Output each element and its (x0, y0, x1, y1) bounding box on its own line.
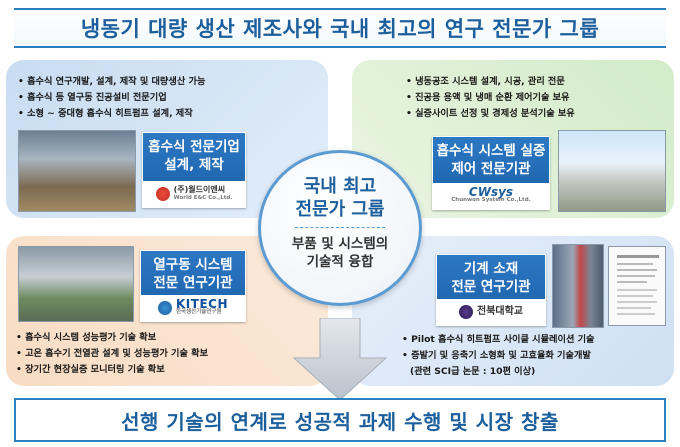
paper-thumbnail (608, 246, 666, 326)
org-label-line2: 전문 연구기관 (451, 279, 531, 295)
building-photo (558, 130, 666, 212)
org-box-cwsys: 흡수식 시스템 실증 제어 전문기관 CWsys Chunwon System … (432, 136, 550, 210)
bullet-item: 진공용 용액 및 냉매 순환 제어기술 보유 (406, 90, 575, 106)
org-label-line1: 흡수식 전문기업 (148, 139, 240, 155)
bullet-item: 냉동공조 시스템 설계, 시공, 관리 전문 (406, 74, 575, 90)
org-box-world-enc: 흡수식 전문기업 설계, 제작 (주)월드이엔씨 World E&C Co.,L… (142, 132, 246, 208)
center-divider (295, 227, 385, 228)
bullet-item: Pilot 흡수식 히트펌프 사이클 시뮬레이션 기술 (402, 332, 594, 348)
logo-subtitle: World E&C Co.,Ltd. (173, 195, 233, 201)
factory-photo (18, 130, 136, 212)
org-label-line2: 제어 전문기관 (451, 161, 531, 177)
conclusion-text: 선행 기술의 연계로 성공적 과제 수행 및 시장 창출 (121, 409, 559, 434)
org-box-jbnu: 기계 소재 전문 연구기관 전북대학교 (436, 254, 546, 326)
quadrant-top-left: 흡수식 연구개발, 설계, 제작 및 대량생산 가능 흡수식 등 열구동 진공설… (6, 60, 328, 218)
center-sub-line2: 기술적 융합 (306, 254, 374, 270)
org-label-line1: 열구동 시스템 (153, 257, 233, 273)
org-label-line2: 설계, 제작 (164, 157, 224, 173)
bullet-item: 장기간 현장실증 모니터링 기술 확보 (16, 362, 208, 378)
cwsys-logo: CWsys Chunwon System Co.,Ltd. (433, 183, 549, 209)
org-label-line1: 기계 소재 (463, 261, 519, 277)
logo-subtitle: 한국생산기술연구원 (176, 309, 222, 315)
bullet-item: 증발기 및 응축기 소형화 및 고효율화 기술개발 (402, 348, 595, 364)
bullet-list: 냉동공조 시스템 설계, 시공, 관리 전문 진공용 용액 및 냉매 순환 제어… (406, 74, 575, 122)
logo-subtitle: Chunwon System Co.,Ltd. (451, 197, 531, 203)
bullet-item: 흡수식 연구개발, 설계, 제작 및 대량생산 가능 (18, 74, 205, 90)
center-title-line1: 국내 최고 (303, 176, 377, 197)
test-rig-photo (552, 244, 604, 328)
quadrant-bottom-right: 기계 소재 전문 연구기관 전북대학교 Pilot 흡수식 히트펌프 사이클 시… (352, 236, 674, 386)
lab-photo (18, 246, 134, 322)
world-enc-logo-icon (155, 187, 170, 201)
bullet-item: 소형 ~ 중대형 흡수식 히트펌프 설계, 제작 (18, 106, 205, 122)
bullet-list: 흡수식 연구개발, 설계, 제작 및 대량생산 가능 흡수식 등 열구동 진공설… (18, 74, 205, 122)
conclusion-banner: 선행 기술의 연계로 성공적 과제 수행 및 시장 창출 (14, 398, 666, 442)
bullet-item: 흡수식 시스템 성능평가 기술 확보 (16, 330, 208, 346)
logo-name: CWsys (468, 185, 514, 199)
center-title-line2: 전문가 그룹 (295, 199, 385, 220)
quadrant-top-right: 냉동공조 시스템 설계, 시공, 관리 전문 진공용 용액 및 냉매 순환 제어… (352, 60, 674, 218)
kitech-logo-icon (158, 301, 172, 315)
jbnu-logo: 전북대학교 (437, 299, 545, 325)
org-box-kitech: 열구동 시스템 전문 연구기관 KITECH 한국생산기술연구원 (140, 250, 246, 322)
title-banner: 냉동기 대량 생산 제조사와 국내 최고의 연구 전문가 그룹 (14, 8, 666, 48)
jbnu-logo-icon (459, 305, 473, 319)
org-label-line2: 전문 연구기관 (153, 275, 233, 291)
org-label-line1: 흡수식 시스템 실증 (436, 143, 546, 159)
paper-lines-icon (617, 255, 659, 315)
bullet-list: 흡수식 시스템 성능평가 기술 확보 고온 흡수기 전열관 설계 및 성능평가 … (16, 330, 208, 378)
world-enc-logo: (주)월드이엔씨 World E&C Co.,Ltd. (143, 181, 245, 207)
page-title: 냉동기 대량 생산 제조사와 국내 최고의 연구 전문가 그룹 (80, 17, 600, 41)
bullet-note: (관련 SCI급 논문 : 10편 이상) (410, 366, 536, 377)
logo-name: 전북대학교 (477, 306, 523, 317)
center-subtitle: 부품 및 시스템의 기술적 융합 (261, 235, 419, 271)
logo-name: (주)월드이엔씨 (173, 185, 226, 194)
logo-name: KITECH (176, 297, 228, 311)
kitech-logo: KITECH 한국생산기술연구원 (141, 295, 245, 321)
center-sub-line1: 부품 및 시스템의 (291, 236, 389, 252)
center-circle: 국내 최고 전문가 그룹 부품 및 시스템의 기술적 융합 (258, 150, 422, 306)
down-arrow-icon (292, 318, 388, 401)
bullet-list: Pilot 흡수식 히트펌프 사이클 시뮬레이션 기술 증발기 및 응축기 소형… (402, 332, 595, 380)
center-title: 국내 최고 전문가 그룹 (261, 175, 419, 221)
bullet-item: 고온 흡수기 전열관 설계 및 성능평가 기술 확보 (16, 346, 208, 362)
bullet-item: 흡수식 등 열구동 진공설비 전문기업 (18, 90, 205, 106)
bullet-item: 실증사이트 선정 및 경제성 분석기술 보유 (406, 106, 575, 122)
